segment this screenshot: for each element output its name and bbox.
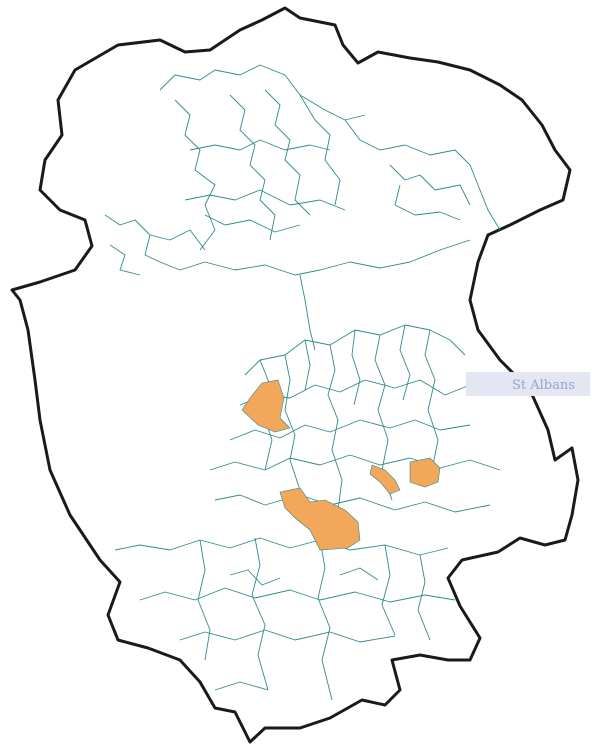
watermark: St Albans xyxy=(466,372,590,396)
watermark-text: St Albans xyxy=(512,378,575,393)
ward-boundaries xyxy=(104,64,501,701)
highlighted-ward-south xyxy=(279,487,361,551)
district-boundary xyxy=(10,6,580,744)
highlighted-wards xyxy=(241,379,441,551)
highlighted-ward-centre xyxy=(369,464,401,495)
highlighted-ward-west xyxy=(241,379,291,433)
highlighted-ward-east xyxy=(409,457,441,488)
